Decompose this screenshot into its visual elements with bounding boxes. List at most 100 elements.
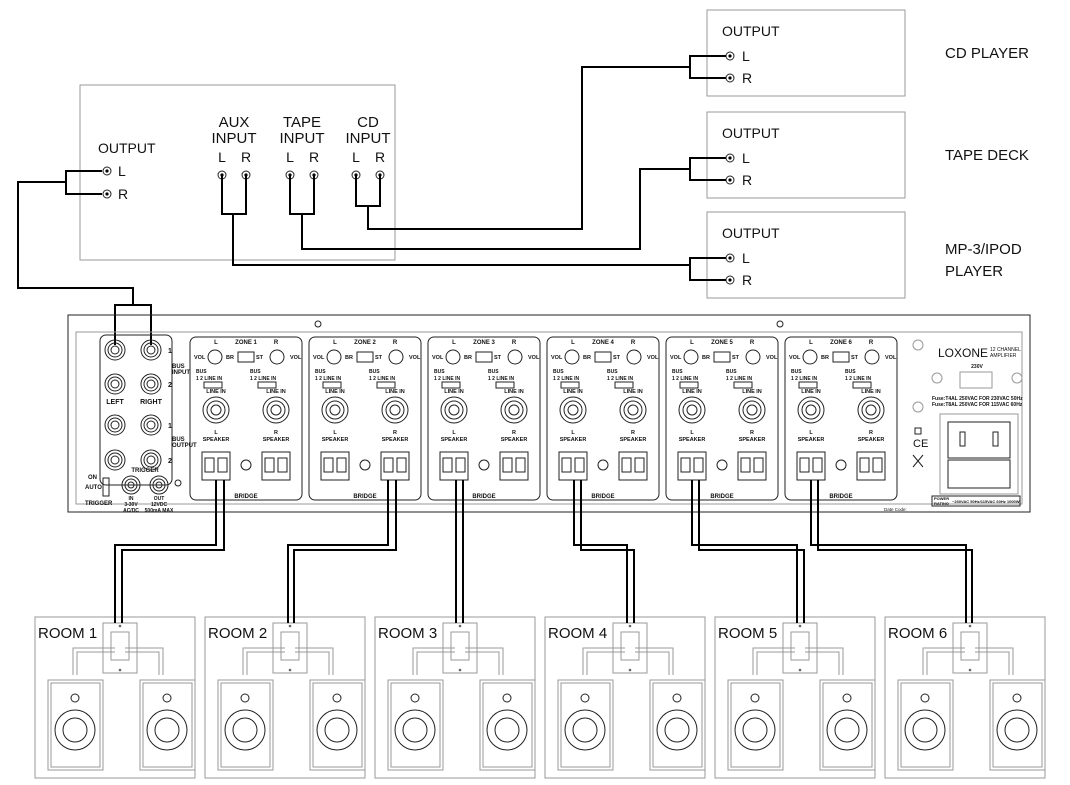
label: 2 [168,458,172,465]
bridge-stereo-switch [237,351,255,363]
zone-4-speaker-wire [573,480,628,623]
speaker-terminal [558,451,588,481]
label: VOL [670,355,682,361]
line-in-jack-icon [262,396,290,424]
label: SPEAKER [382,437,409,443]
label: BUS [726,369,737,375]
label: 1 2 LINE IN [845,376,872,382]
label: R [118,186,128,202]
line-in-jack-icon [381,396,409,424]
label: 1 [168,348,172,355]
label: BUS [172,437,185,443]
label: L [742,150,750,166]
zone-2-speaker-wire [293,480,397,623]
rca-jack-icon [725,153,735,163]
label: R [869,340,874,346]
label: BUS [434,369,445,375]
bus-jack-icon [104,339,126,361]
brand-logo: LOXONE [938,346,988,360]
volume-knob-right [626,349,642,365]
line-in-jack-icon [797,396,825,424]
speaker-icon [649,679,706,771]
label: L [333,430,337,436]
line-in-jack-icon [321,396,349,424]
label: TAPE [283,114,321,131]
rca-jack-icon [725,275,735,285]
label: VOL [766,355,778,361]
bus-jack-icon [140,339,162,361]
line-in-jack-icon [500,396,528,424]
label: 1 2 LINE IN [791,376,818,382]
label: BRIDGE [829,494,852,500]
label: VOL [528,355,540,361]
rca-jack-icon [725,175,735,185]
label: 1 2 LINE IN [488,376,515,382]
line-in-jack-icon [738,396,766,424]
speaker-icon [47,679,104,771]
label: BUS [196,369,207,375]
mount-hole [912,339,924,351]
line-in-jack-icon [559,396,587,424]
label: AUTO [85,485,102,491]
speaker-icon [309,679,366,771]
label: INPUT [346,130,391,147]
label: R [512,430,516,436]
speaker-terminal [261,451,291,481]
label: POWER [934,496,949,501]
speaker-cable [582,647,674,675]
label: 12VDC [151,502,168,508]
wall-plate-icon [102,622,138,674]
screw-icon [240,459,252,471]
speaker-terminal [380,451,410,481]
label: BR [226,355,234,361]
label: ST [851,355,859,361]
label: LINE IN [742,389,762,395]
trigger-mode-switch [102,477,110,497]
trigger-jack-icon [121,475,141,495]
speaker-terminal [856,451,886,481]
label: ST [375,355,383,361]
mp3-wire [221,175,726,281]
label: BR [821,355,829,361]
speaker-icon [387,679,444,771]
label: L [452,430,456,436]
label: LINE IN [801,389,821,395]
label: SPEAKER [679,437,706,443]
label: 230V [971,364,983,370]
label: ST [613,355,621,361]
volume-knob-right [864,349,880,365]
label: ST [256,355,264,361]
speaker-terminal [499,451,529,481]
label: L [742,250,750,266]
label: R [393,430,397,436]
label: LINE IN [682,389,702,395]
label: OUT [154,496,165,502]
label: L [218,149,226,165]
label: L [571,340,575,346]
bus-select-switch [376,381,396,389]
bus-select-switch [257,381,277,389]
speaker-icon [479,679,536,771]
label: BR [583,355,591,361]
label: 500mA MAX [145,508,174,514]
zone-4-speaker-wire [580,480,635,623]
speaker-icon [897,679,954,771]
label: SPEAKER [560,437,587,443]
label: BR [702,355,710,361]
speaker-icon [727,679,784,771]
zone-title: ZONE 5 [711,340,733,346]
label: RATING [934,501,949,506]
label: LINE IN [266,389,286,395]
label: LINE IN [444,389,464,395]
volume-knob-left [802,349,818,365]
label: LINE IN [623,389,643,395]
label: SPEAKER [203,437,230,443]
output-label: OUTPUT [98,140,156,156]
zone-6-speaker-wire [810,480,967,623]
label: L [118,163,126,179]
label: OUTPUT [722,125,780,141]
